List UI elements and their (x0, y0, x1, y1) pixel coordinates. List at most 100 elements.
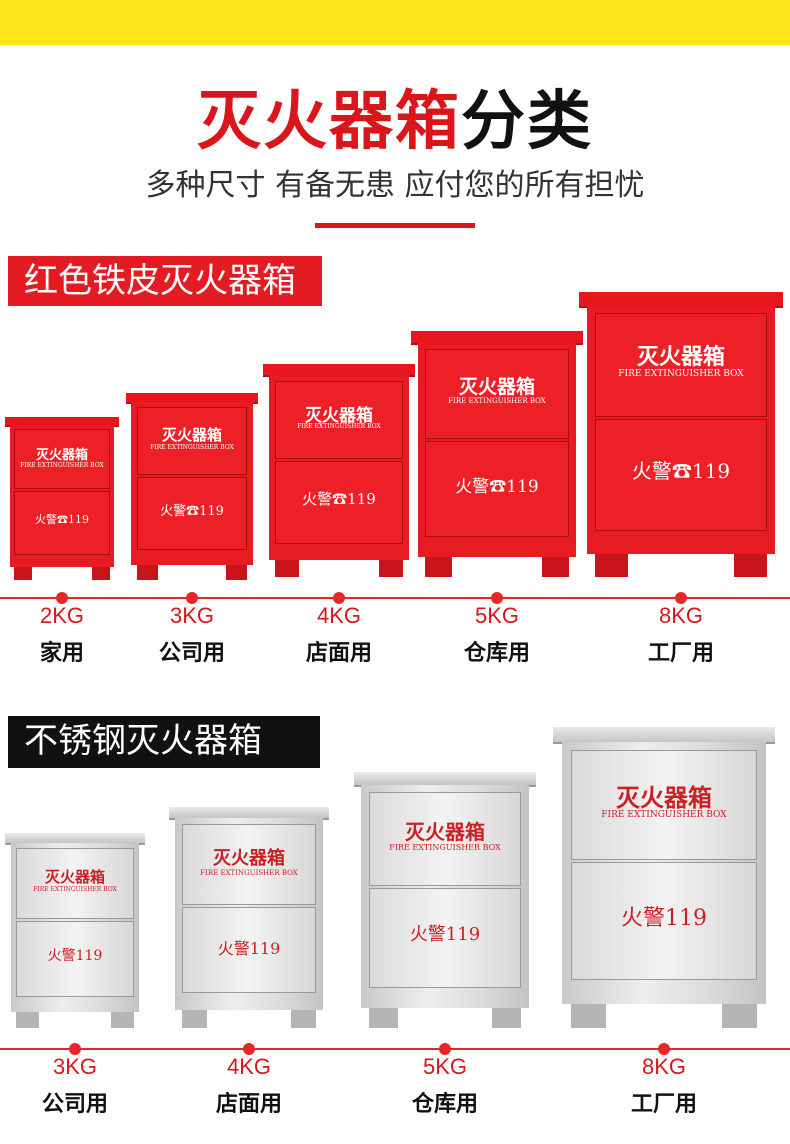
red-capacity-label: 4KG (316, 603, 362, 628)
box-leg-right (541, 557, 570, 577)
box-fire-phone: 火警119 (47, 948, 103, 965)
box-title-en: FIRE EXTINGUISHER BOX (200, 868, 298, 877)
red-capacity-label: 3KG (169, 603, 215, 628)
box-title-cn: 灭火器箱 (44, 867, 105, 886)
box-title-cn: 灭火器箱 (161, 426, 222, 444)
box-upper-door (275, 381, 403, 459)
box-upper-door (136, 407, 248, 475)
page-title: 灭火器箱分类 (0, 82, 790, 162)
timeline-dot (243, 1043, 255, 1055)
red-usage-label: 工厂用 (647, 641, 714, 666)
steel-capacity-label: 3KG (52, 1054, 98, 1079)
steel-usage-label: 仓库用 (411, 1092, 478, 1117)
red-usage-label: 店面用 (305, 641, 372, 666)
box-upper-door (595, 313, 767, 417)
box-lower-door (16, 921, 134, 997)
steel-usage-label: 店面用 (215, 1092, 282, 1117)
timeline-dot (439, 1043, 451, 1055)
steel-capacity-label: 4KG (226, 1054, 272, 1079)
steel-capacity-label: 5KG (422, 1054, 468, 1079)
box-leg-right (492, 1008, 522, 1028)
red-usage-label: 仓库用 (463, 641, 530, 666)
box-leg-right (378, 560, 403, 577)
box-fire-phone: 火警119 (409, 924, 481, 945)
box-lower-door (275, 461, 403, 544)
box-fire-phone: 火警119 (621, 905, 707, 931)
box-title-cn: 灭火器箱 (35, 448, 88, 463)
box-leg-left (368, 1008, 398, 1028)
title-dark-part: 分类 (461, 85, 593, 159)
red-capacity-label: 5KG (474, 603, 520, 628)
box-title-en: FIRE EXTINGUISHER BOX (601, 809, 727, 820)
box-title-en: FIRE EXTINGUISHER BOX (20, 461, 104, 469)
box-upper-door (570, 750, 758, 860)
box-leg-left (181, 1010, 208, 1028)
title-red-part: 灭火器箱 (197, 85, 461, 159)
box-title-en: FIRE EXTINGUISHER BOX (389, 842, 501, 852)
box-lower-door (424, 441, 570, 537)
box-upper-door (181, 824, 317, 905)
steel-usage-label: 工厂用 (630, 1092, 697, 1117)
red-section-label: 红色铁皮灭火器箱 (8, 256, 322, 306)
box-title-cn: 灭火器箱 (636, 344, 725, 370)
box-fire-phone: 火警☎119 (631, 458, 731, 483)
box-lower-door (181, 907, 317, 993)
timeline-dot (186, 592, 198, 604)
box-leg-left (570, 1004, 607, 1028)
box-lower-door (570, 862, 758, 980)
page-subtitle: 多种尺寸 有备无患 应付您的所有担忧 (145, 168, 645, 203)
top-yellow-banner (0, 0, 790, 45)
red-usage-label: 家用 (39, 641, 84, 666)
box-lower-door (14, 491, 110, 555)
box-lower-door (368, 888, 522, 988)
box-fire-phone: 火警☎119 (455, 476, 539, 497)
title-underline (315, 223, 475, 228)
box-title-en: FIRE EXTINGUISHER BOX (297, 423, 381, 431)
box-leg-left (14, 567, 33, 580)
box-leg-left (424, 557, 453, 577)
box-title-cn: 灭火器箱 (616, 782, 712, 812)
box-fire-phone: 火警119 (217, 938, 281, 958)
box-leg-right (290, 1010, 317, 1028)
box-title-en: FIRE EXTINGUISHER BOX (33, 886, 117, 893)
red-usage-label: 公司用 (158, 641, 225, 666)
box-title-en: FIRE EXTINGUISHER BOX (448, 397, 546, 406)
steel-section-label: 不锈钢灭火器箱 (8, 716, 320, 768)
box-lower-door (595, 419, 767, 531)
timeline-dot (658, 1043, 670, 1055)
box-leg-right (734, 554, 767, 577)
box-leg-right (226, 565, 248, 580)
box-fire-phone: 火警☎119 (302, 489, 376, 508)
box-title-cn: 灭火器箱 (458, 375, 535, 398)
steel-usage-label: 公司用 (41, 1092, 108, 1117)
box-leg-left (16, 1012, 39, 1028)
box-leg-left (275, 560, 300, 577)
timeline-dot (56, 592, 68, 604)
timeline-dot (69, 1043, 81, 1055)
red-capacity-label: 8KG (658, 603, 704, 628)
box-leg-right (721, 1004, 758, 1028)
box-upper-door (424, 349, 570, 439)
box-upper-door (16, 848, 134, 919)
box-fire-phone: 火警☎119 (160, 504, 224, 520)
steel-timeline (0, 1048, 790, 1050)
timeline-dot (333, 592, 345, 604)
box-leg-left (595, 554, 628, 577)
steel-capacity-label: 8KG (641, 1054, 687, 1079)
box-leg-left (136, 565, 158, 580)
box-leg-right (91, 567, 110, 580)
box-leg-right (111, 1012, 134, 1028)
box-upper-door (368, 792, 522, 886)
red-capacity-label: 2KG (39, 603, 85, 628)
box-title-cn: 灭火器箱 (213, 848, 285, 870)
box-title-cn: 灭火器箱 (405, 819, 485, 844)
box-fire-phone: 火警☎119 (35, 513, 89, 527)
box-upper-door (14, 429, 110, 489)
